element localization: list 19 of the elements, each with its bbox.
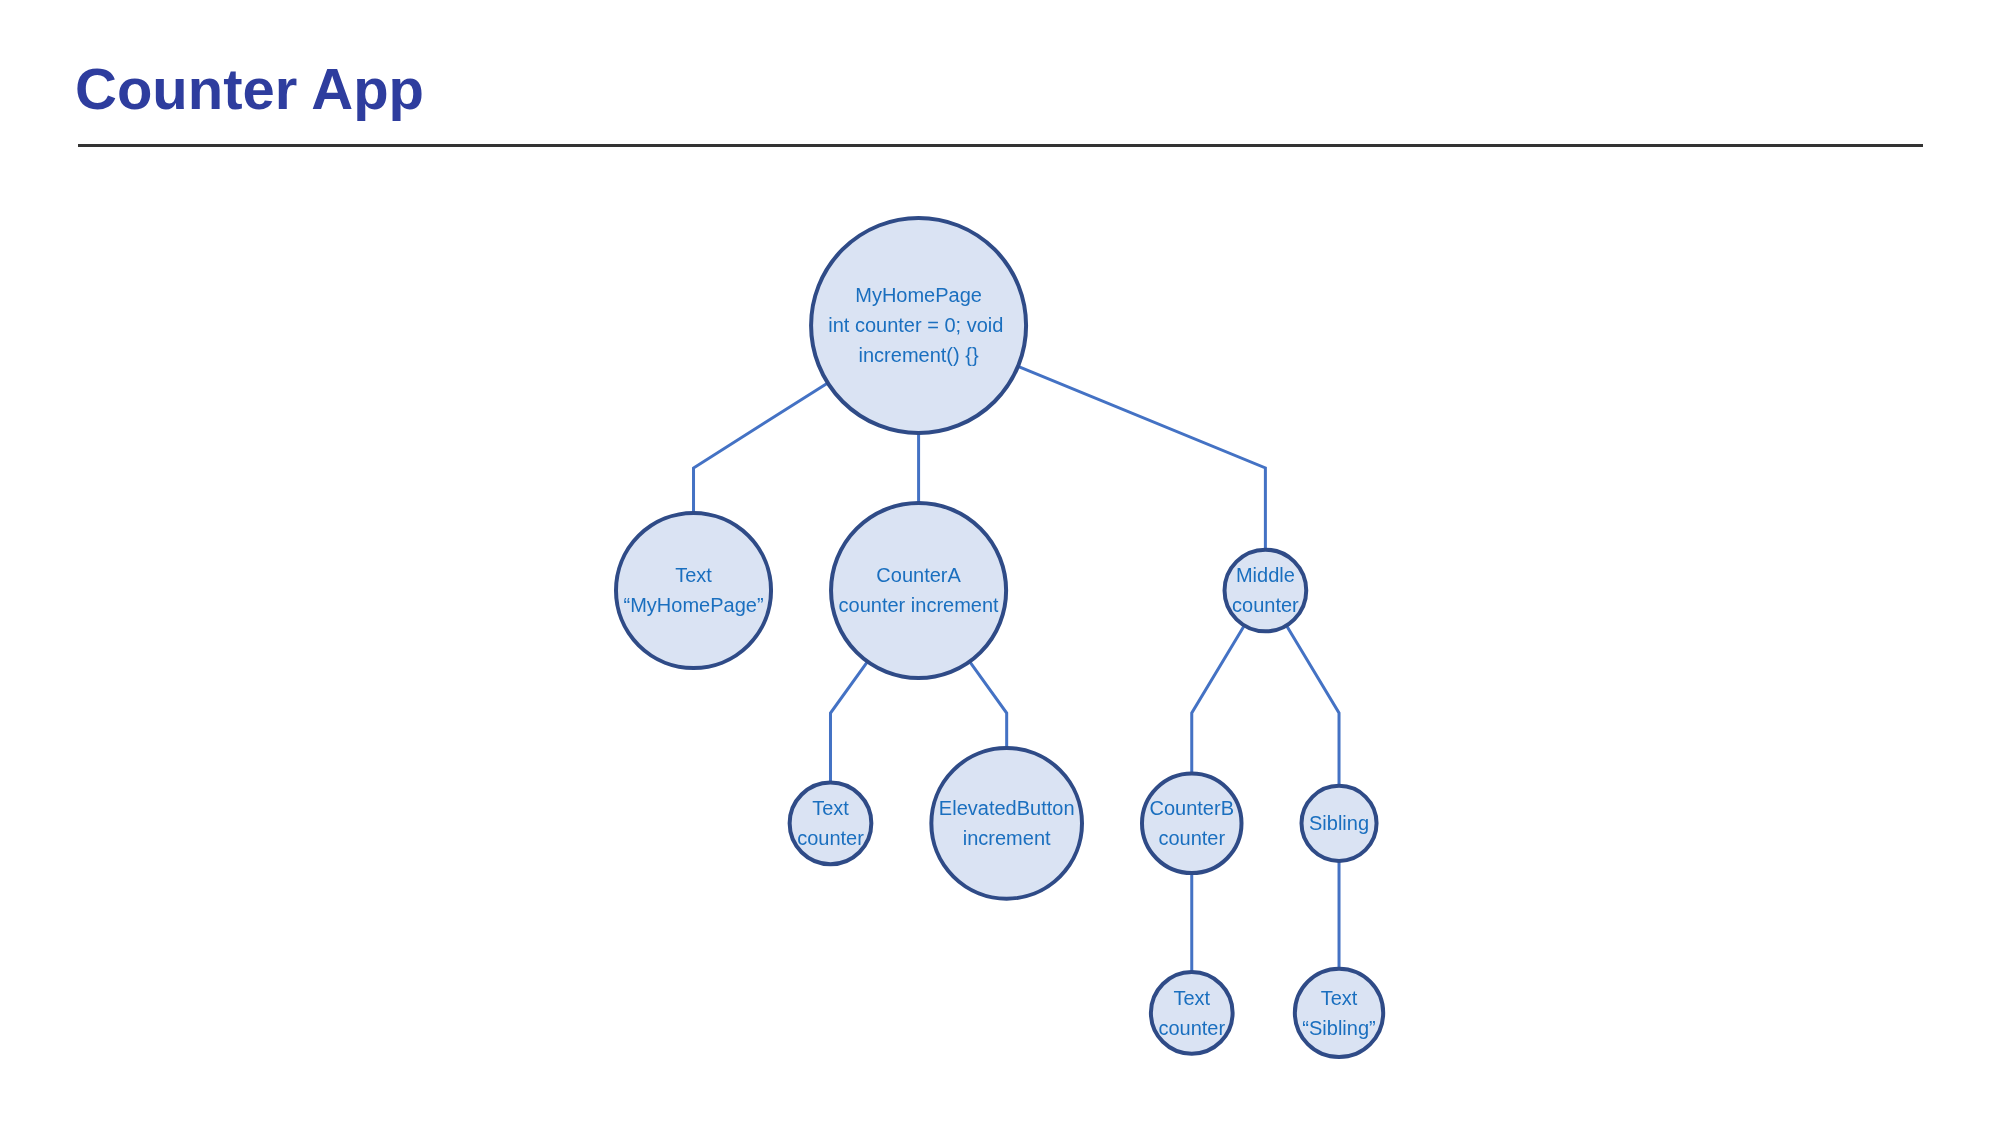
node-circle: Text counter <box>1149 970 1235 1056</box>
node-circle: Text “MyHomePage” <box>614 510 774 670</box>
connector <box>968 660 1009 749</box>
node-circle: Sibling <box>1299 783 1379 863</box>
node-circle: Text counter <box>788 780 874 867</box>
node-circle: CounterB counter <box>1140 771 1244 876</box>
node-circle: Text “Sibling” <box>1293 966 1386 1060</box>
connector <box>917 432 921 503</box>
node-circle: Middle counter <box>1222 547 1309 634</box>
connector <box>829 660 870 783</box>
connector <box>1337 860 1341 969</box>
node-circle: MyHomePage int counter = 0; void increment() {} <box>809 215 1029 435</box>
title: Counter App <box>75 55 425 122</box>
connector <box>1190 873 1194 972</box>
node-circle: CounterA counter increment <box>829 500 1009 681</box>
connector <box>1190 624 1246 774</box>
connector <box>1285 624 1341 786</box>
connector <box>692 381 829 513</box>
node-circle: ElevatedButton increment <box>929 746 1085 901</box>
